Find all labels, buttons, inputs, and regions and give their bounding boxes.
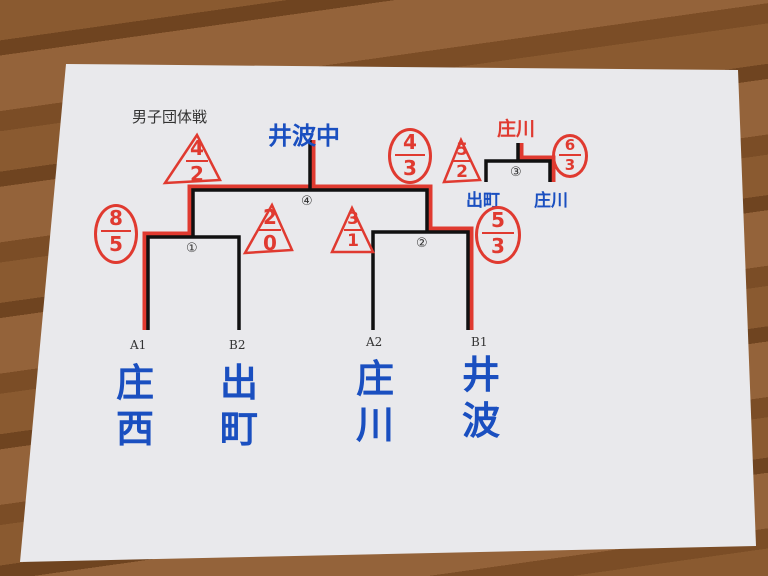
match-3-right-team: 庄川 (534, 191, 568, 211)
team-name: 井波 (461, 353, 500, 443)
match-2-line (371, 230, 470, 330)
match-1-number: ① (186, 241, 198, 256)
match-2-number: ② (416, 236, 428, 251)
match-4-number: ④ (301, 194, 313, 209)
seed-label: A2 (366, 335, 383, 349)
match-3-winner: 庄川 (497, 118, 536, 140)
bracket-lines (146, 140, 552, 330)
match-3-number: ③ (510, 165, 522, 180)
team-name: 庄西 (115, 361, 154, 451)
seed-label: B2 (229, 338, 246, 352)
page-title: 男子団体戦 (132, 108, 208, 126)
champion-name: 井波中 (268, 122, 340, 150)
seed-label: A1 (130, 338, 147, 352)
team-name: 出町 (219, 361, 258, 451)
paper-sheet (20, 64, 756, 562)
seed-label: B1 (471, 335, 488, 349)
team-name: 庄川 (355, 357, 394, 447)
score-triangles (162, 132, 482, 255)
